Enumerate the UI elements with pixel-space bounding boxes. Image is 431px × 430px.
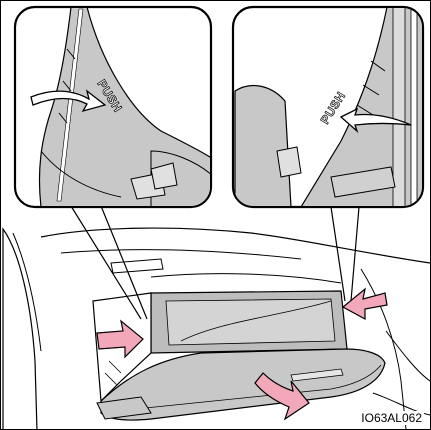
dashboard-shelf <box>151 274 341 283</box>
right-panel-band <box>393 7 405 207</box>
dashboard-top-line <box>61 250 301 259</box>
right-panel-pillar <box>235 86 291 207</box>
dashboard-vent <box>111 259 163 273</box>
figure-code: IO63AL062 <box>359 411 424 425</box>
left-callout: PUSH <box>15 7 213 207</box>
main-scene <box>3 228 430 430</box>
right-panel-bracket <box>277 147 301 177</box>
glove-box-inner-wall <box>166 299 335 345</box>
door-pillar <box>3 229 37 430</box>
right-callout-leader <box>331 207 359 301</box>
right-press-arrow <box>343 289 387 319</box>
floor-line <box>386 331 430 381</box>
right-panel-band-2 <box>411 7 417 207</box>
dashboard-outline <box>41 228 430 263</box>
right-callout: PUSH <box>233 7 425 207</box>
